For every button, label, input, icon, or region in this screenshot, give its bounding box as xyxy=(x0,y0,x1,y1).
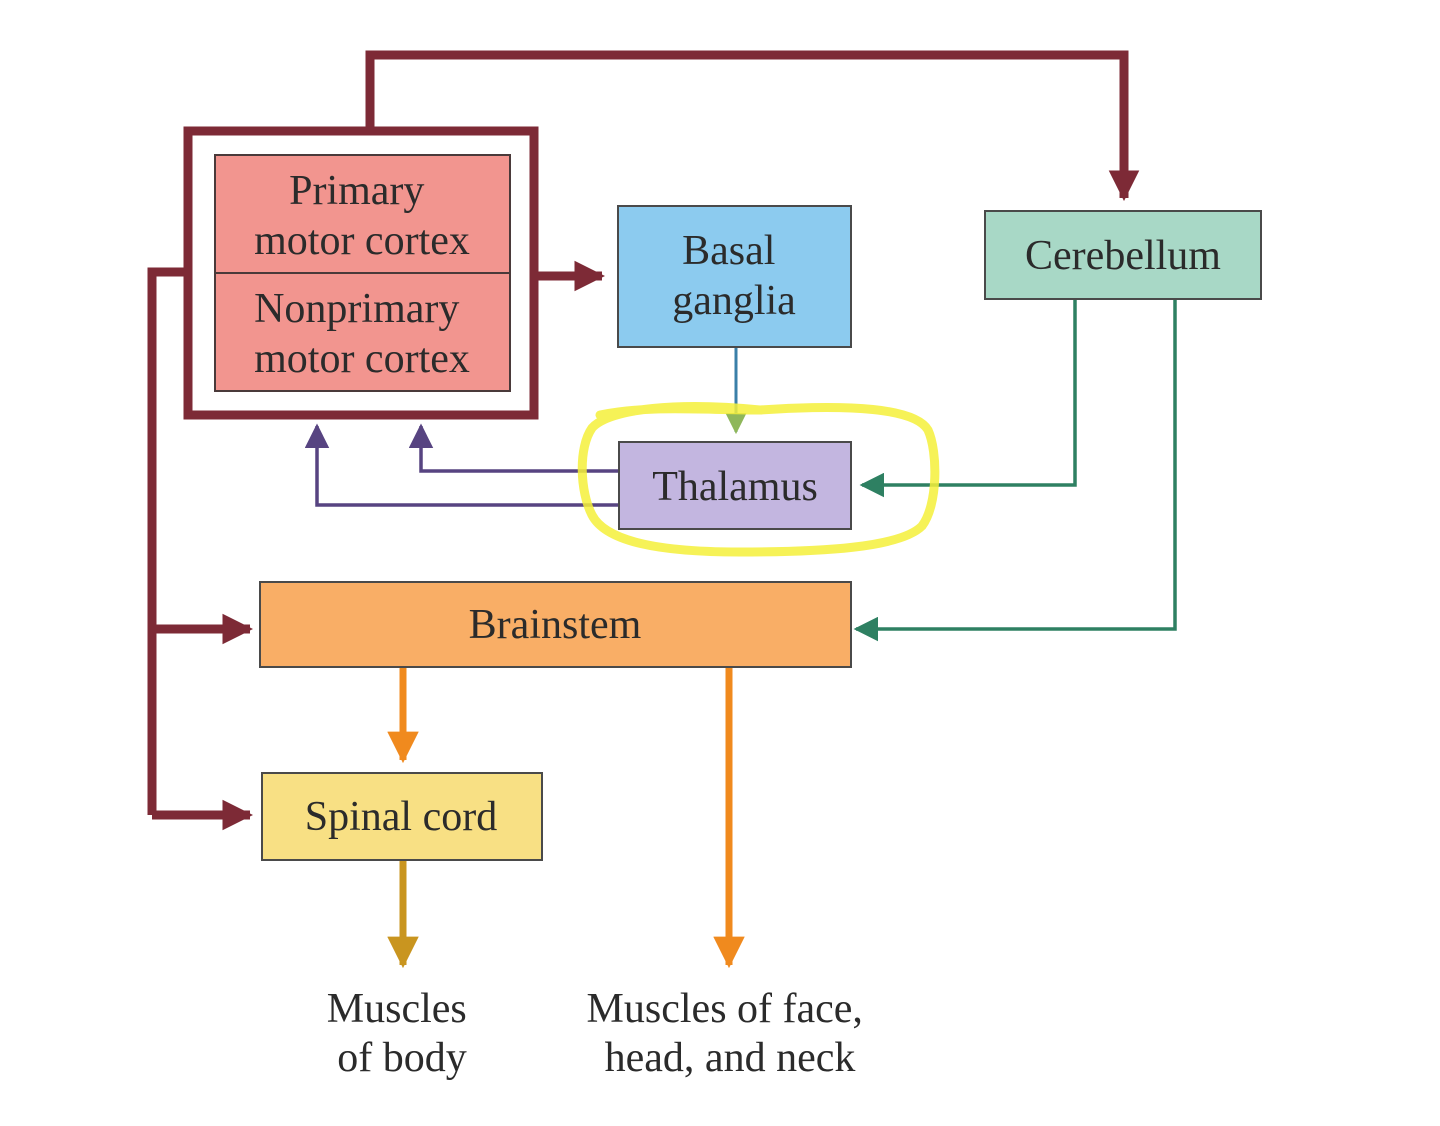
arrow-cortex-to-cerebellum xyxy=(365,50,1140,202)
thalamus-label: Thalamus xyxy=(652,464,818,510)
spinal-cord-label: Spinal cord xyxy=(305,794,497,840)
nonprimary-motor-cortex-label-line-1: Nonprimary xyxy=(254,286,459,332)
basal-ganglia-label-line-1: Basal xyxy=(682,228,775,274)
thalamus-box: Thalamus xyxy=(618,441,852,530)
primary-motor-cortex-label-line-1: Primary xyxy=(289,168,424,214)
arrow-thalamus-to-primary-cortex xyxy=(304,423,619,507)
muscles-of-body-line-1: Muscles xyxy=(327,986,467,1032)
muscles-of-body-label: Muscles of body xyxy=(327,986,478,1081)
arrow-thalamus-to-nonprimary-cortex xyxy=(408,423,619,473)
primary-motor-cortex-label-line-2: motor cortex xyxy=(254,218,470,264)
nonprimary-motor-cortex-label-line-2: motor cortex xyxy=(254,336,470,382)
svg-text:Nonprimary motor cortex: Nonprimary motor cortex xyxy=(254,286,470,382)
svg-text:Primary motor cortex: Primary motor cortex xyxy=(254,168,470,264)
svg-text:Spinal cord: Spinal cord xyxy=(305,794,497,840)
svg-text:Thalamus: Thalamus xyxy=(652,464,818,510)
muscles-of-body-line-2: of body xyxy=(337,1035,467,1081)
spinal-cord-box: Spinal cord xyxy=(261,772,543,861)
thalamus-highlight-circle xyxy=(577,402,940,557)
brainstem-box: Brainstem xyxy=(259,581,852,668)
cerebellum-box: Cerebellum xyxy=(984,210,1262,300)
arrow-cerebellum-to-brainstem xyxy=(853,300,1177,642)
nonprimary-motor-cortex-box: Nonprimary motor cortex xyxy=(214,272,511,392)
muscles-of-face-line-2: head, and neck xyxy=(605,1035,856,1081)
cerebellum-label: Cerebellum xyxy=(1025,233,1221,279)
svg-text:Brainstem: Brainstem xyxy=(469,602,642,648)
svg-text:Basal ganglia: Basal ganglia xyxy=(672,228,796,324)
arrow-cerebellum-to-thalamus xyxy=(859,300,1077,498)
brainstem-label: Brainstem xyxy=(469,602,642,648)
svg-text:Cerebellum: Cerebellum xyxy=(1025,233,1221,279)
muscles-of-face-line-1: Muscles of face, xyxy=(587,986,863,1032)
basal-ganglia-label-line-2: ganglia xyxy=(672,278,796,324)
basal-ganglia-box: Basal ganglia xyxy=(617,205,852,348)
muscles-of-face-head-neck-label: Muscles of face, head, and neck xyxy=(587,986,874,1081)
arrow-cortex-descending-trunk xyxy=(147,267,188,815)
primary-motor-cortex-box: Primary motor cortex xyxy=(214,154,511,274)
